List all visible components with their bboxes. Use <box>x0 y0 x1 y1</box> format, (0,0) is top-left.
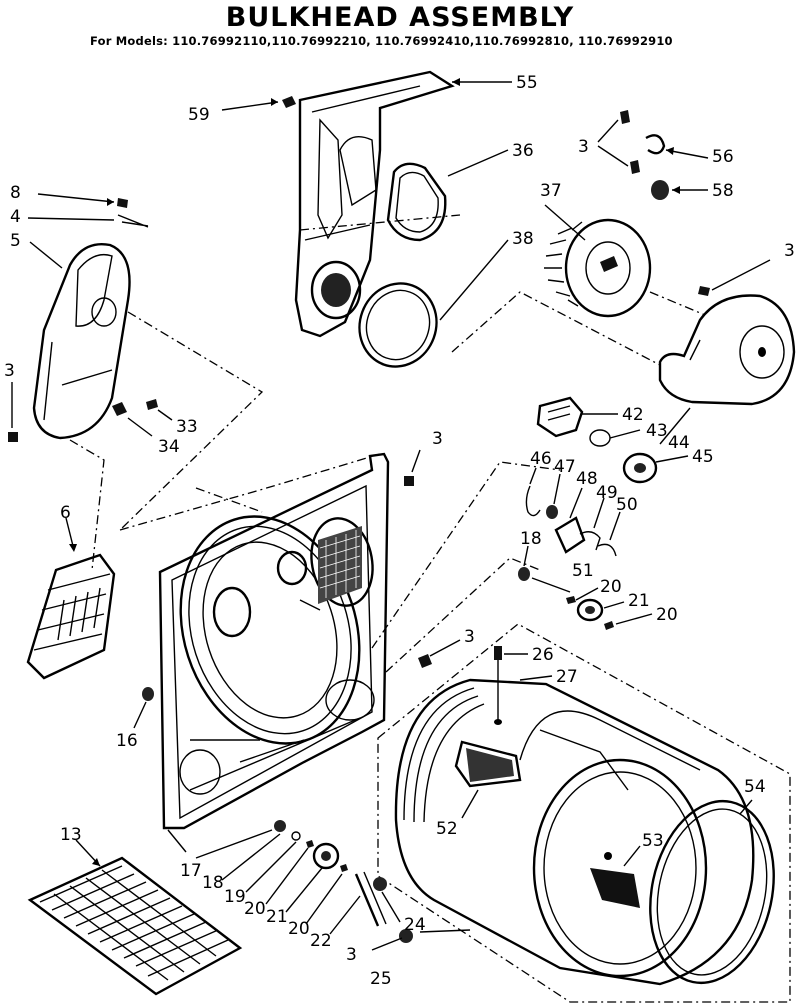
callout-3-lower: 3 <box>346 945 357 965</box>
callout-56: 56 <box>712 147 734 167</box>
callout-3-bulkhead: 3 <box>432 429 443 449</box>
idler-21-upper <box>566 587 653 630</box>
callout-20-upper-a: 20 <box>600 577 622 597</box>
callout-3-housing: 3 <box>784 241 795 261</box>
callout-42: 42 <box>622 405 644 425</box>
screws-3-upper <box>597 110 640 174</box>
callout-25: 25 <box>370 969 392 989</box>
callout-18-upper: 18 <box>520 529 542 549</box>
blower-duct-55 <box>294 70 455 338</box>
callout-22: 22 <box>310 931 332 951</box>
callout-8: 8 <box>10 183 21 203</box>
callout-51: 51 <box>572 561 594 581</box>
callout-34: 34 <box>158 437 180 457</box>
screw-3-housing <box>698 259 771 296</box>
callout-19: 19 <box>224 887 246 907</box>
callout-13: 13 <box>60 825 82 845</box>
callout-48: 48 <box>576 469 598 489</box>
baffle-53 <box>590 845 641 908</box>
drum-seal-54 <box>649 799 775 985</box>
screw-8 <box>37 193 128 208</box>
screw-3-cover <box>8 382 18 442</box>
callout-52: 52 <box>436 819 458 839</box>
callout-20-lower-b: 20 <box>288 919 310 939</box>
drum-25 <box>394 678 755 986</box>
callout-50: 50 <box>616 495 638 515</box>
screw-16 <box>133 687 154 729</box>
callout-21-upper: 21 <box>628 591 650 611</box>
blower-wheel-37 <box>544 218 652 318</box>
callout-36: 36 <box>512 141 534 161</box>
callout-55: 55 <box>516 73 538 93</box>
idler-assembly-lower <box>274 820 413 943</box>
screw-26 <box>494 646 528 725</box>
baffle-52 <box>454 740 522 819</box>
callout-46: 46 <box>530 449 552 469</box>
callout-38: 38 <box>512 229 534 249</box>
nut-58 <box>651 180 708 200</box>
callout-3-upper: 3 <box>578 137 589 157</box>
clip-4 <box>27 214 149 228</box>
callout-3-cover: 3 <box>4 361 15 381</box>
screw-3-drum-front <box>418 639 461 668</box>
part-43 <box>589 429 641 447</box>
callout-59: 59 <box>188 105 210 125</box>
callout-54: 54 <box>744 777 766 797</box>
grille-13 <box>27 839 243 996</box>
screw-59 <box>221 96 296 111</box>
callout-53: 53 <box>642 831 664 851</box>
callout-24: 24 <box>404 915 426 935</box>
callout-4: 4 <box>10 207 21 227</box>
callout-58: 58 <box>712 181 734 201</box>
callout-20-upper-b: 20 <box>656 605 678 625</box>
callout-18-lower: 18 <box>202 873 224 893</box>
callout-6: 6 <box>60 503 71 523</box>
duct-seal-36 <box>386 162 447 242</box>
models-subtitle: For Models: 110.76992110,110.76992210, 1… <box>90 34 673 48</box>
callout-3-drum: 3 <box>464 627 475 647</box>
rear-cover-5 <box>32 243 131 440</box>
bulkhead-panel <box>158 452 390 830</box>
callout-27: 27 <box>556 667 578 687</box>
bracket-6 <box>26 517 116 680</box>
callout-44: 44 <box>668 433 690 453</box>
callout-17: 17 <box>180 861 202 881</box>
clip-56 <box>645 134 709 159</box>
screw-33-clip-34 <box>112 399 173 437</box>
callout-33: 33 <box>176 417 198 437</box>
switch-42 <box>536 396 618 438</box>
callout-43: 43 <box>646 421 668 441</box>
lint-screen-mesh <box>318 526 362 604</box>
callout-21-lower: 21 <box>266 907 288 927</box>
page-title: BULKHEAD ASSEMBLY <box>225 2 575 33</box>
screw-3-bulkhead <box>404 449 421 486</box>
duct-seal-38 <box>358 282 438 368</box>
parts-46-51 <box>518 467 621 593</box>
callout-20-lower-a: 20 <box>244 899 266 919</box>
callout-45: 45 <box>692 447 714 467</box>
callout-47: 47 <box>554 457 576 477</box>
callout-26: 26 <box>532 645 554 665</box>
callout-16: 16 <box>116 731 138 751</box>
callout-37: 37 <box>540 181 562 201</box>
blower-housing-44 <box>658 294 796 406</box>
callout-49: 49 <box>596 483 618 503</box>
callout-5: 5 <box>10 231 21 251</box>
pulley-45 <box>622 452 689 484</box>
